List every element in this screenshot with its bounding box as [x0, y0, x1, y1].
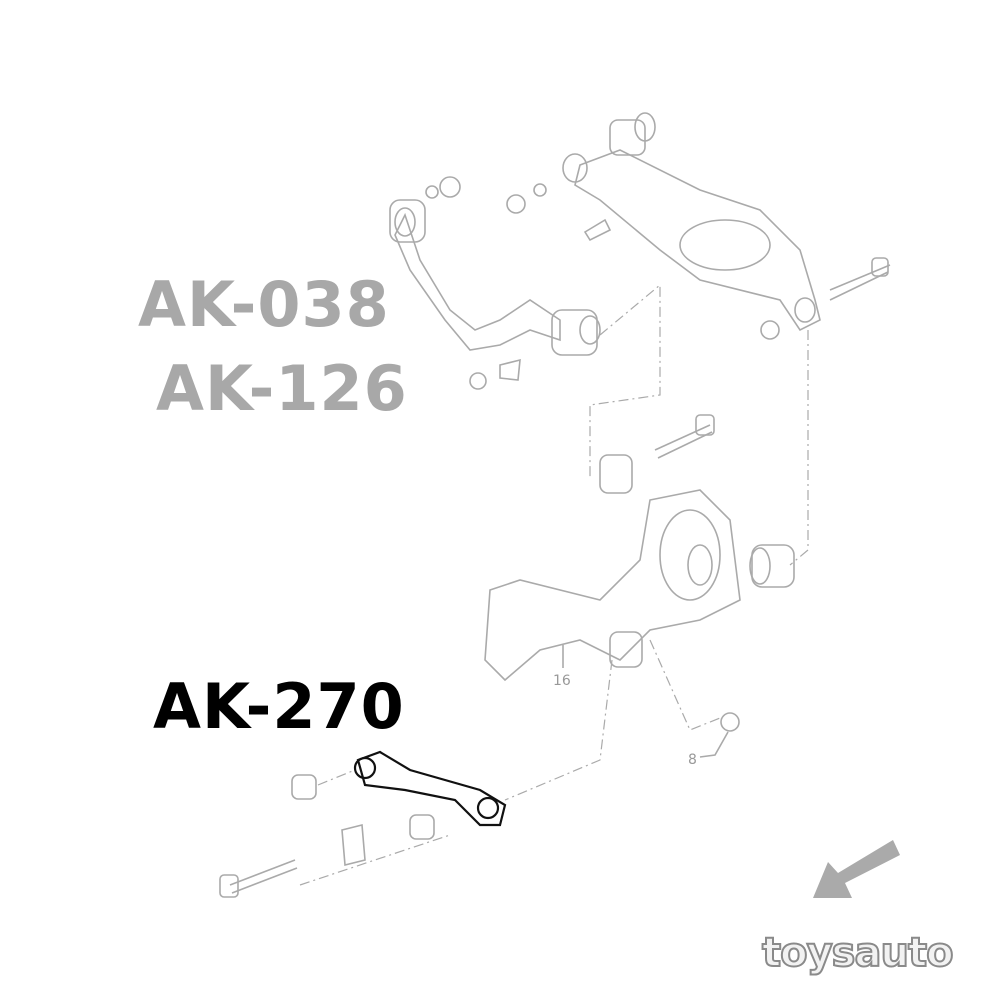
part-number-label-highlighted: AK-270	[153, 670, 405, 743]
direction-arrow-icon	[813, 840, 900, 898]
callout-nut: 8	[688, 752, 697, 768]
ak-270-lateral-link	[219, 750, 507, 898]
rear-knuckle	[484, 330, 809, 801]
callout-knuckle: 16	[553, 673, 571, 689]
part-number-label-upper-2: AK-126	[156, 352, 408, 425]
brand-logo: toysauto	[761, 929, 955, 977]
part-number-label-upper-1: AK-038	[138, 268, 390, 341]
upper-control-arm	[389, 176, 661, 480]
lower-control-arm	[506, 112, 891, 340]
